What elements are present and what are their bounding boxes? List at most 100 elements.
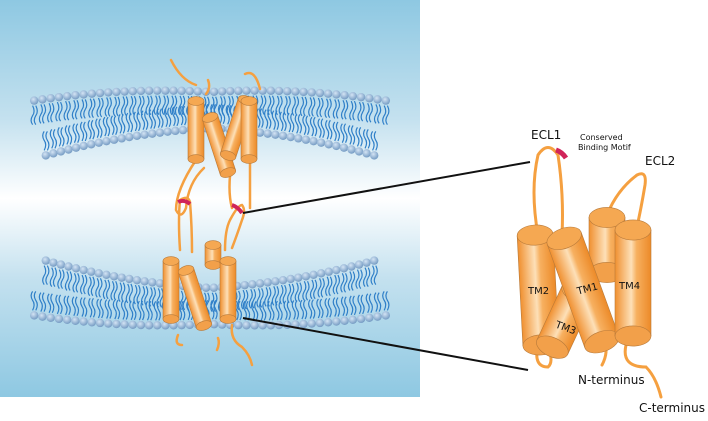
helix-top (187, 96, 205, 106)
lipid-tail (163, 107, 169, 127)
lipid-tail (351, 125, 356, 145)
lipid-head (79, 265, 88, 275)
lipid-head (148, 278, 157, 287)
lipid-tail (99, 298, 104, 319)
helix-top (614, 219, 652, 241)
lipid-tail (182, 105, 187, 126)
lipid-tail (221, 104, 226, 125)
lipid-tail (213, 292, 218, 313)
lipid-head (274, 86, 284, 96)
lipid-tail (129, 95, 134, 116)
lipid-tail (38, 292, 43, 312)
lipid-head (263, 278, 272, 287)
lipid-head (29, 96, 39, 105)
lipid-head (250, 86, 259, 95)
lipid-head (161, 86, 170, 95)
lipid-tail (352, 100, 357, 121)
lipid-tail (55, 294, 60, 315)
lipid-tail (104, 299, 109, 319)
lipid-head (316, 138, 326, 147)
helix-top (588, 207, 626, 228)
lipid-tail (349, 295, 354, 316)
lipid-tail (30, 291, 35, 311)
lipid-head (242, 321, 251, 330)
lipid-tail (225, 105, 230, 125)
lipid-head (177, 320, 186, 330)
lipid-tail (110, 115, 115, 135)
lipid-head (163, 127, 172, 136)
lipid-head (234, 86, 243, 96)
lipid-tail (95, 278, 100, 298)
lipid-tail (153, 300, 158, 321)
lipid-tail (64, 125, 69, 145)
lipid-tail (259, 288, 264, 308)
lipid-tail (302, 115, 307, 135)
lipid-head (332, 90, 341, 99)
lipid-tail (41, 104, 47, 124)
lipid-head (381, 96, 391, 105)
lipid-tail (264, 287, 269, 307)
lipid-head (283, 86, 292, 96)
lipid-head (255, 279, 265, 288)
lipid-tail (294, 300, 300, 320)
lipid-head (109, 272, 119, 281)
lipid-tail (50, 293, 55, 314)
lipid-head (178, 125, 188, 135)
lipid-tail (38, 104, 43, 124)
lipid-head (381, 311, 391, 320)
lipid-tail (373, 131, 378, 151)
lipid-tail (344, 99, 349, 120)
lipid-tail (98, 118, 103, 138)
lipid-tail (308, 299, 313, 319)
lipid-tail (99, 97, 104, 118)
lipid-tail (324, 98, 329, 119)
lipid-tail (311, 299, 316, 319)
tail (204, 78, 211, 96)
lipid-tail (335, 121, 341, 142)
lipid-head (209, 283, 219, 292)
lipid-tail (121, 113, 126, 134)
lipid-head (369, 256, 379, 265)
lipid-tail (79, 274, 85, 295)
lipid-tail (328, 276, 333, 297)
lipid-tail (351, 271, 356, 291)
lipid-head (234, 320, 243, 330)
lipid-tail (120, 300, 126, 320)
lipid-tail (340, 123, 345, 143)
lipid-head (64, 145, 73, 154)
lipid-tail (358, 269, 363, 289)
lipid-tail (320, 118, 325, 138)
lipid-tail (74, 99, 80, 120)
helix-bottom (220, 150, 237, 161)
helix-tm1 (546, 226, 620, 354)
lipid-tail (88, 98, 93, 119)
lipid-tail (373, 265, 378, 285)
lipid-tail (349, 100, 354, 121)
lipid-head (112, 87, 121, 97)
lipid-tail (360, 101, 365, 122)
lipid-tail (105, 279, 111, 300)
lipid-tail (153, 95, 158, 116)
lipid-head (79, 90, 88, 99)
lipid-head (125, 132, 134, 142)
lipid-tail (71, 99, 76, 120)
lipid-head (140, 277, 149, 286)
lipid-tail (137, 95, 142, 116)
lipid-head (62, 91, 72, 101)
lipid-tail (45, 265, 50, 285)
lipid-tail (352, 295, 357, 316)
lipid-head (340, 316, 349, 325)
lipid-tail (90, 276, 95, 297)
lipid-head (226, 86, 235, 96)
lipid-head (339, 143, 349, 152)
lipid-tail (57, 127, 62, 147)
lipid-tail (286, 95, 291, 116)
lipid-tail (385, 291, 390, 311)
lipid-head (323, 89, 333, 98)
lipid-tail (67, 125, 73, 145)
lipid-tail (124, 96, 129, 116)
lipid-tail (87, 119, 92, 140)
lipid-tail (294, 96, 300, 116)
tail (175, 333, 184, 347)
lipid-tail (67, 271, 73, 291)
